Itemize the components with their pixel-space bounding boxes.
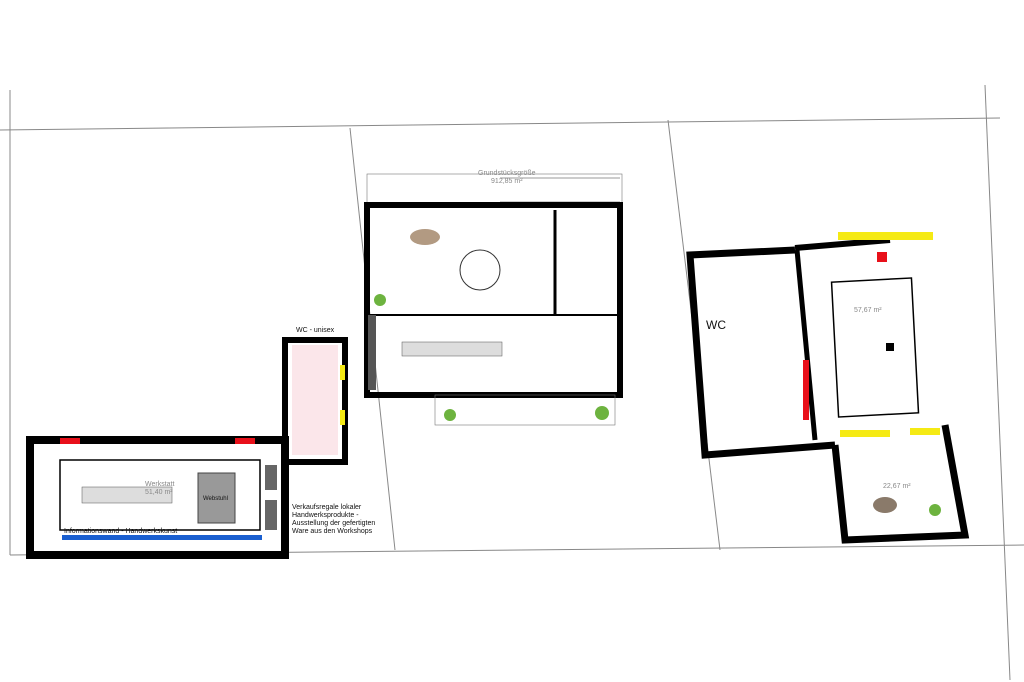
shelf-note-line: Ware aus den Workshops <box>292 528 373 535</box>
shelf-note-line: Ausstellung der gefertigten <box>292 520 376 527</box>
left-building <box>26 337 348 559</box>
loom-label: Webstuhl <box>203 496 228 502</box>
wc-unisex-label: WC - unisex <box>296 327 335 334</box>
right-building <box>686 232 970 544</box>
hall-area: 57,67 m² <box>854 307 882 314</box>
wc-label: WC <box>706 318 726 332</box>
room-area: 22,67 m² <box>883 483 911 490</box>
info-wall-label: Informationswand - Handwerkskunst <box>64 528 178 535</box>
shelf-note: Verkaufsregale lokaler Handwerksprodukte… <box>292 504 375 536</box>
shelf-note-line: Verkaufsregale lokaler <box>292 504 362 511</box>
workshop-area: 51,40 m² <box>145 489 173 496</box>
plot-label: Grundstücksgröße <box>478 170 536 177</box>
workshop-name: Werkstatt <box>145 481 175 488</box>
plot-area: 912,85 m² <box>491 178 523 185</box>
shelf-note-line: Handwerksprodukte - <box>292 512 359 519</box>
middle-building <box>364 173 623 426</box>
